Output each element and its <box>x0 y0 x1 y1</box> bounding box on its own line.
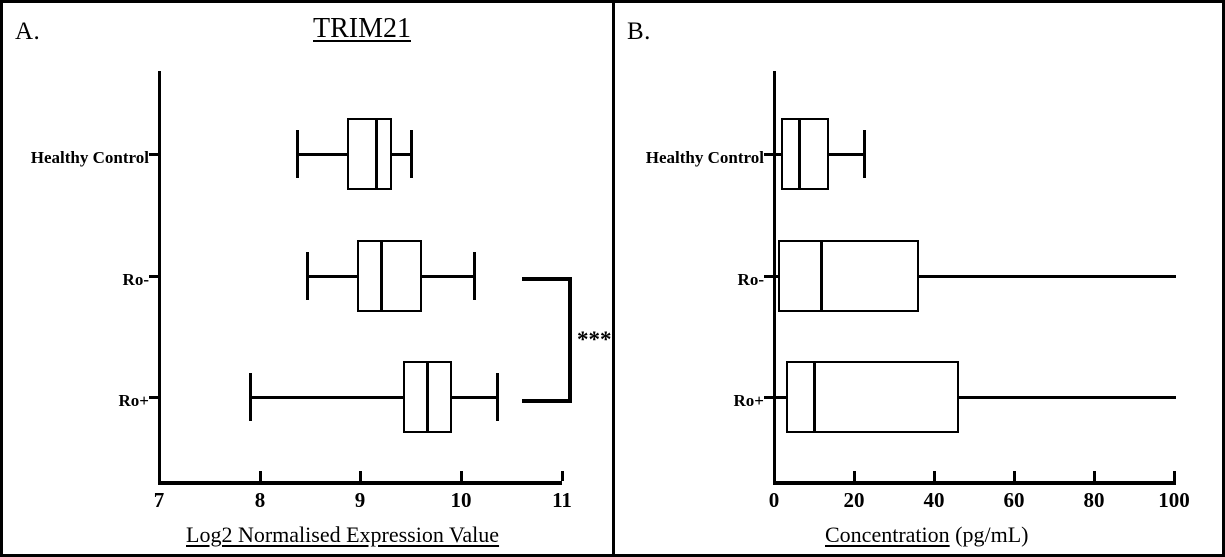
panel-b-x-axis <box>773 481 1176 485</box>
panel-b-xtick-100 <box>1173 471 1176 481</box>
panel-a-xtick-11 <box>561 471 564 481</box>
panel-a-axis-title: Log2 Normalised Expression Value <box>186 524 499 546</box>
box-iqr <box>778 240 919 312</box>
panel-b-xtick-0 <box>773 471 776 481</box>
panel-b-xtick-80 <box>1093 471 1096 481</box>
panel-a-category-ro-pos: Ro+ <box>118 391 149 410</box>
box-iqr <box>781 118 829 190</box>
panel-a-ytick-ro-neg <box>149 275 161 278</box>
panel-b-xtick-label-40: 40 <box>923 488 945 512</box>
panel-b-xtick-20 <box>853 471 856 481</box>
significance-bracket <box>522 277 572 403</box>
bracket-spine <box>568 277 572 403</box>
whisker-cap-left <box>306 252 309 300</box>
whisker-line-right <box>917 275 1176 278</box>
panel-a-xtick-7 <box>158 471 161 481</box>
panel-b-xtick-label-0: 0 <box>768 488 780 512</box>
bracket-top-arm <box>522 277 572 281</box>
panel-a-xtick-label-8: 8 <box>254 488 266 512</box>
whisker-cap-right <box>496 373 499 421</box>
panel-b-category-ro-pos: Ro+ <box>733 391 764 410</box>
panel-b-category-ro-neg: Ro- <box>737 270 764 289</box>
whisker-line-right <box>828 153 865 156</box>
whisker-cap-left <box>249 373 252 421</box>
panel-b-il6: B. IL-6 Healthy Control Ro- Ro+ 0 20 40 … <box>612 0 1225 557</box>
box-median <box>798 118 801 190</box>
box-iqr <box>357 240 422 312</box>
whisker-line-left <box>767 275 779 278</box>
whisker-line-left <box>249 396 404 399</box>
panel-b-xtick-label-80: 80 <box>1083 488 1105 512</box>
panel-b-xtick-60 <box>1013 471 1016 481</box>
panel-a-category-ro-neg: Ro- <box>122 270 149 289</box>
box-median <box>380 240 383 312</box>
panel-a-x-axis <box>158 481 562 485</box>
panel-b-xtick-label-20: 20 <box>843 488 865 512</box>
box-iqr <box>786 361 959 433</box>
whisker-line-right <box>451 396 499 399</box>
panel-b-letter: B. <box>627 18 651 45</box>
panel-a-xtick-9 <box>359 471 362 481</box>
whisker-line-left <box>767 396 787 399</box>
panel-a-xtick-label-9: 9 <box>354 488 366 512</box>
whisker-cap-right <box>863 130 866 178</box>
panel-b-xtick-label-60: 60 <box>1003 488 1025 512</box>
panel-a-xtick-8 <box>259 471 262 481</box>
panel-b-axis-title: Concentration (pg/mL) <box>825 524 1028 546</box>
panel-a-trim21: A. TRIM21 Healthy Control Ro- Ro+ 7 8 9 … <box>0 0 623 557</box>
panel-b-axis-title-text: Concentration <box>825 522 950 547</box>
box-median <box>820 240 823 312</box>
box-median <box>813 361 816 433</box>
panel-b-category-healthy-control: Healthy Control <box>645 148 764 167</box>
whisker-cap-left <box>296 130 299 178</box>
bracket-bottom-arm <box>522 399 572 403</box>
panel-a-ytick-ro-pos <box>149 396 161 399</box>
panel-a-axis-title-text: Log2 Normalised Expression Value <box>186 522 500 547</box>
whisker-line-left <box>306 275 358 278</box>
box-iqr <box>347 118 392 190</box>
box-median <box>375 118 378 190</box>
panel-a-xtick-label-10: 10 <box>450 488 472 512</box>
whisker-cap-right <box>410 130 413 178</box>
significance-stars: **** <box>577 327 623 352</box>
whisker-line-right <box>391 153 412 156</box>
whisker-line-left <box>296 153 348 156</box>
panel-b-axis-title-suffix: (pg/mL) <box>949 522 1029 547</box>
whisker-line-right <box>421 275 476 278</box>
panel-a-xtick-10 <box>460 471 463 481</box>
whisker-cap-right <box>473 252 476 300</box>
panel-a-letter: A. <box>15 18 41 45</box>
panel-a-title: TRIM21 <box>313 13 411 44</box>
whisker-line-left <box>767 153 781 156</box>
panel-b-xtick-label-100: 100 <box>1158 488 1190 512</box>
panel-a-category-healthy-control: Healthy Control <box>30 148 149 167</box>
box-median <box>426 361 429 433</box>
panel-a-xtick-label-11: 11 <box>552 488 572 512</box>
whisker-line-right <box>957 396 1176 399</box>
panel-a-xtick-label-7: 7 <box>153 488 165 512</box>
panel-b-xtick-40 <box>933 471 936 481</box>
panel-a-ytick-healthy-control <box>149 153 161 156</box>
